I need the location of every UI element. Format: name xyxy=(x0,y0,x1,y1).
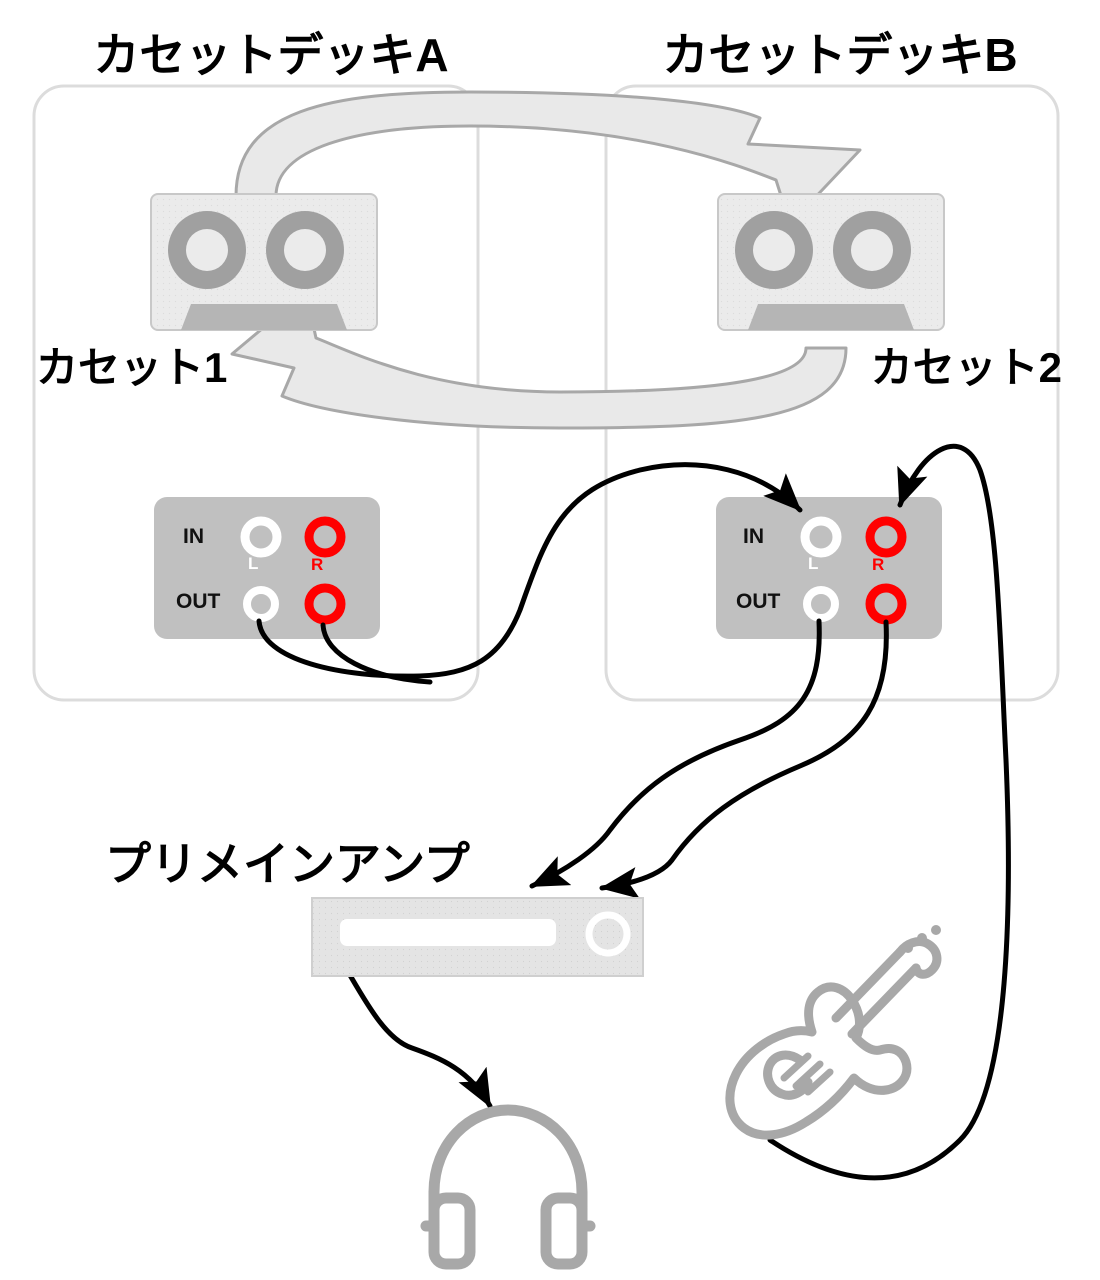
cassette-b-window xyxy=(748,304,914,330)
guitar-fret-2 xyxy=(792,1060,824,1090)
headphones-earcup-right xyxy=(540,1192,588,1270)
guitar-pickguard xyxy=(763,1050,813,1100)
cable-deck-a-out-right xyxy=(320,622,433,685)
amplifier-display xyxy=(340,919,556,946)
deck-b-in-left-jack[interactable] xyxy=(800,516,842,558)
cassette-a-reel-right-hub xyxy=(284,229,326,271)
cable-deck-b-out-right-to-amp xyxy=(599,619,889,899)
headphones-headband xyxy=(428,1104,588,1238)
swoosh-arrow-b-to-a xyxy=(230,290,848,430)
guitar-neck-edge-2 xyxy=(831,947,905,1023)
deck-b-in-label: IN xyxy=(743,525,764,548)
deck-b-jack-panel: IN OUT L R xyxy=(716,497,942,639)
cassette-a-reel-left-hub xyxy=(186,229,228,271)
deck-a-out-label: OUT xyxy=(176,590,221,613)
deck-a-in-right-jack[interactable] xyxy=(304,516,346,558)
electric-guitar-icon xyxy=(725,925,942,1140)
deck-a-in-right-channel-label: R xyxy=(311,555,323,574)
cassette-2-label: カセット2 xyxy=(871,344,1062,391)
cable-guitar-to-deck-b-in-right xyxy=(767,443,1011,1181)
guitar-fret-1 xyxy=(780,1052,812,1082)
deck-b-title: カセットデッキB xyxy=(662,29,1017,81)
cassette-a-window xyxy=(181,304,347,330)
cassette-a-icon xyxy=(150,193,378,331)
cassette-b-reel-right-hub xyxy=(851,229,893,271)
cassette-1-label: カセット1 xyxy=(36,344,227,391)
deck-b-panel-plate xyxy=(716,497,942,639)
deck-a-in-left-channel-label: L xyxy=(248,554,258,573)
amplifier-icon xyxy=(311,897,644,977)
cable-deck-b-out-left-to-amp xyxy=(529,618,822,889)
deck-b-in-left-channel-label: L xyxy=(808,554,818,573)
deck-b-in-right-jack[interactable] xyxy=(865,516,907,558)
guitar-neck-edge-1 xyxy=(847,963,921,1039)
cable-amp-to-headphones xyxy=(344,967,493,1109)
guitar-fret-3 xyxy=(804,1068,834,1096)
swoosh-arrow-a-to-b xyxy=(234,90,862,226)
deck-a-jack-panel: IN OUT L R xyxy=(154,497,380,639)
guitar-tuning-peg-3 xyxy=(931,925,941,935)
deck-a-out-left-jack[interactable] xyxy=(243,586,279,622)
deck-a-panel-plate xyxy=(154,497,380,639)
cassette-b-reel-left-hub xyxy=(753,229,795,271)
amplifier-volume-knob[interactable] xyxy=(585,911,631,957)
amplifier-label: プリメインアンプ xyxy=(105,838,470,890)
headphones-icon xyxy=(420,1104,596,1270)
cassette-b-icon xyxy=(717,193,945,331)
deck-b-out-left-jack[interactable] xyxy=(803,586,839,622)
deck-b-in-right-channel-label: R xyxy=(872,555,884,574)
deck-a-out-right-jack[interactable] xyxy=(304,583,346,625)
guitar-tuning-peg-2 xyxy=(917,933,927,943)
cable-deck-a-out-left-to-deck-b-in-left xyxy=(256,462,803,679)
deck-a-in-left-jack[interactable] xyxy=(240,516,282,558)
deck-a-title: カセットデッキA xyxy=(93,29,448,81)
deck-b-out-label: OUT xyxy=(736,590,781,613)
guitar-tuning-peg-1 xyxy=(903,943,913,953)
guitar-headstock xyxy=(895,937,942,979)
headphones-earcup-left xyxy=(428,1192,476,1270)
deck-a-in-label: IN xyxy=(183,525,204,548)
